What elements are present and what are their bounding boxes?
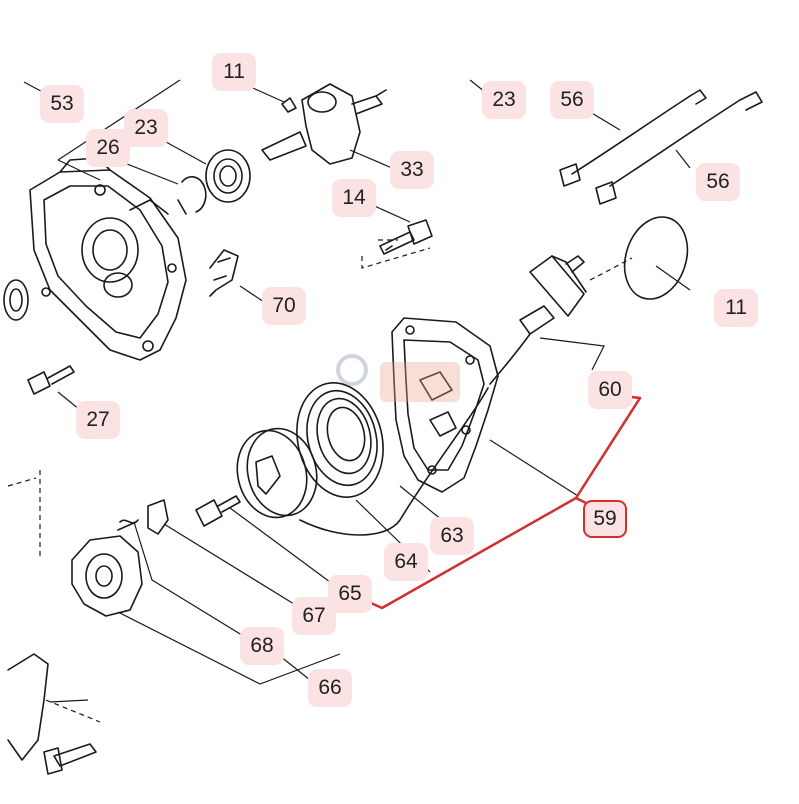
starter-handle-part (489, 255, 587, 385)
part-label-56-b[interactable]: 56 (696, 163, 740, 201)
part-label-23[interactable]: 23 (124, 109, 168, 147)
plate-68-part (71, 535, 143, 617)
cover-disc-11-part (623, 216, 689, 300)
part-label-33[interactable]: 33 (390, 151, 434, 189)
part-label-63[interactable]: 63 (430, 517, 474, 555)
clip-70-part (209, 249, 239, 297)
part-label-59-selected[interactable]: 59 (583, 500, 627, 538)
part-label-67[interactable]: 67 (292, 597, 336, 635)
part-label-14[interactable]: 14 (332, 179, 376, 217)
part-label-56-a[interactable]: 56 (550, 81, 594, 119)
part-label-53[interactable]: 53 (40, 85, 84, 123)
part-label-68[interactable]: 68 (240, 627, 284, 665)
bolt-65-part (195, 495, 241, 527)
part-label-66[interactable]: 66 (308, 669, 352, 707)
part-label-27[interactable]: 27 (76, 401, 120, 439)
starter-housing-part (299, 317, 499, 536)
bolt-14-part (379, 219, 433, 255)
wire-56-lower-part (595, 91, 763, 205)
part-label-60[interactable]: 60 (588, 371, 632, 409)
crankshaft-part (261, 83, 387, 165)
part-label-11-top[interactable]: 11 (212, 53, 256, 91)
part-label-23-top[interactable]: 23 (482, 81, 526, 119)
part-label-26[interactable]: 26 (86, 129, 130, 167)
bottom-left-bracket-part (7, 653, 97, 775)
circlip-part (177, 176, 207, 215)
part-label-11[interactable]: 11 (714, 289, 758, 327)
bearing-part (205, 149, 251, 203)
wire-56-upper-part (559, 89, 707, 187)
part-label-70[interactable]: 70 (262, 287, 306, 325)
watermark-logo (336, 354, 460, 402)
bolt-27-part (27, 365, 75, 395)
pulley-part (236, 427, 318, 519)
crankcase-part (3, 157, 187, 361)
part-label-64[interactable]: 64 (384, 543, 428, 581)
pawl-67-part (117, 499, 169, 535)
